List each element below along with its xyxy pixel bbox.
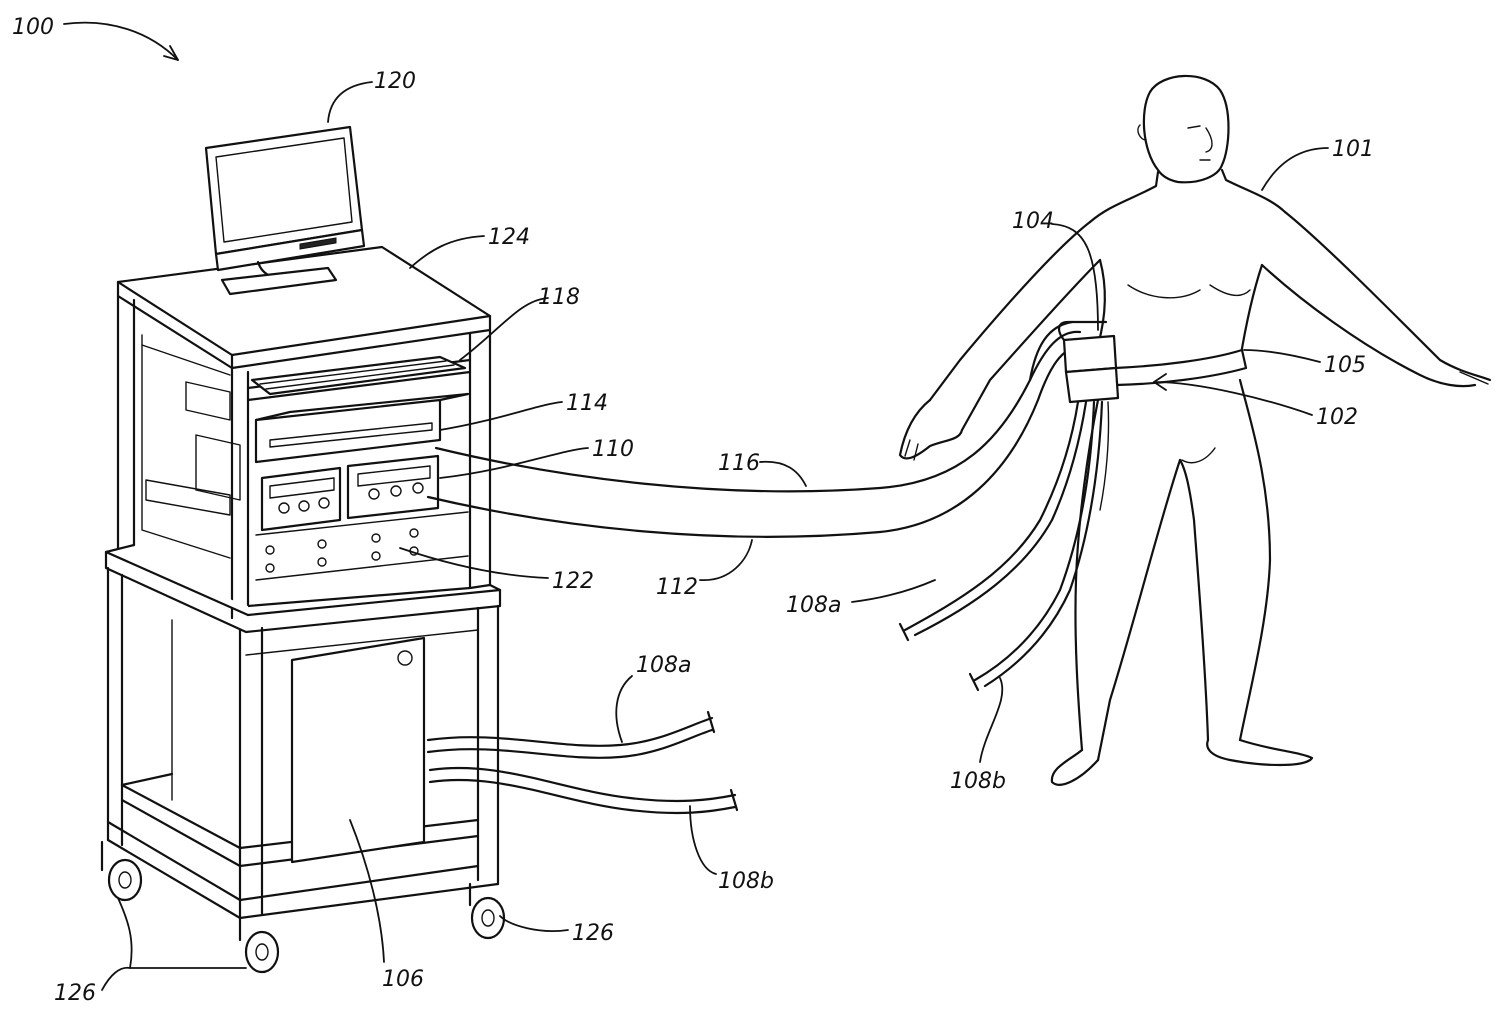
label-126-right: 126: [572, 921, 614, 946]
label-116: 116: [718, 451, 760, 476]
label-101: 101: [1332, 137, 1374, 162]
label-108a-body: 108a: [786, 593, 841, 618]
label-105: 105: [1324, 353, 1366, 378]
cart-drawing: [102, 247, 504, 972]
label-100: 100: [12, 15, 54, 40]
caster-right: [470, 884, 504, 938]
label-124: 124: [488, 225, 530, 250]
label-112: 112: [656, 575, 698, 600]
label-104: 104: [1012, 209, 1054, 234]
person-drawing: [900, 76, 1490, 785]
label-126-left: 126: [54, 981, 96, 1006]
label-108b-body: 108b: [950, 769, 1006, 794]
label-106: 106: [382, 967, 424, 992]
label-110: 110: [592, 437, 634, 462]
label-108b-cart: 108b: [718, 869, 774, 894]
cables: [428, 322, 1080, 537]
label-114: 114: [566, 391, 608, 416]
cart-tubes: [428, 712, 737, 813]
caster-left-front: [102, 842, 141, 900]
label-122: 122: [552, 569, 594, 594]
label-102: 102: [1316, 405, 1358, 430]
label-108a-cart: 108a: [636, 653, 691, 678]
caster-front: [240, 918, 278, 972]
label-120: 120: [374, 69, 416, 94]
label-118: 118: [538, 285, 580, 310]
